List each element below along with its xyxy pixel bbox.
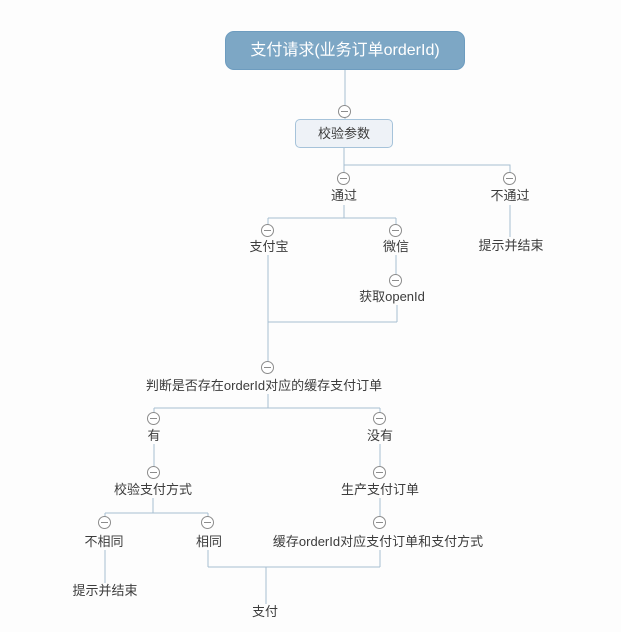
node-alipay[interactable]: 支付宝 (249, 239, 289, 254)
node-pay[interactable]: 支付 (251, 604, 279, 619)
collapse-minus-icon[interactable] (337, 172, 350, 185)
connector-line (104, 498, 209, 523)
node-judge-cached-order[interactable]: 判断是否存在orderId对应的缓存支付订单 (145, 378, 383, 393)
node-yes[interactable]: 有 (147, 428, 161, 443)
node-prompt-end-no-pass[interactable]: 提示并结束 (478, 238, 544, 253)
connector-line (153, 444, 381, 473)
node-different[interactable]: 不相同 (84, 534, 124, 549)
node-validate-params[interactable]: 校验参数 (295, 119, 393, 148)
node-payment-request[interactable]: 支付请求(业务订单orderId) (225, 31, 465, 70)
collapse-minus-icon[interactable] (147, 466, 160, 479)
node-no-pass[interactable]: 不通过 (490, 188, 530, 203)
connector-line (267, 205, 397, 230)
node-check-pay-method[interactable]: 校验支付方式 (113, 482, 193, 497)
connector-line (267, 255, 398, 367)
collapse-minus-icon[interactable] (147, 412, 160, 425)
connector-line (153, 394, 381, 419)
node-cache-order[interactable]: 缓存orderId对应支付订单和支付方式 (272, 534, 484, 549)
node-pass[interactable]: 通过 (330, 188, 358, 203)
collapse-minus-icon[interactable] (503, 172, 516, 185)
collapse-minus-icon[interactable] (373, 412, 386, 425)
collapse-minus-icon[interactable] (98, 516, 111, 529)
node-create-pay-order[interactable]: 生产支付订单 (340, 482, 420, 497)
connector-line (343, 148, 511, 178)
collapse-minus-icon[interactable] (261, 361, 274, 374)
node-get-openid[interactable]: 获取openId (359, 289, 425, 304)
collapse-minus-icon[interactable] (338, 105, 351, 118)
node-prompt-end-different[interactable]: 提示并结束 (72, 583, 138, 598)
collapse-minus-icon[interactable] (373, 516, 386, 529)
node-no[interactable]: 没有 (366, 428, 394, 443)
collapse-minus-icon[interactable] (261, 224, 274, 237)
collapse-minus-icon[interactable] (201, 516, 214, 529)
collapse-minus-icon[interactable] (389, 274, 402, 287)
collapse-minus-icon[interactable] (373, 466, 386, 479)
node-wechat[interactable]: 微信 (382, 239, 410, 254)
connector-line (207, 550, 381, 604)
collapse-minus-icon[interactable] (389, 224, 402, 237)
node-same[interactable]: 相同 (195, 534, 223, 549)
